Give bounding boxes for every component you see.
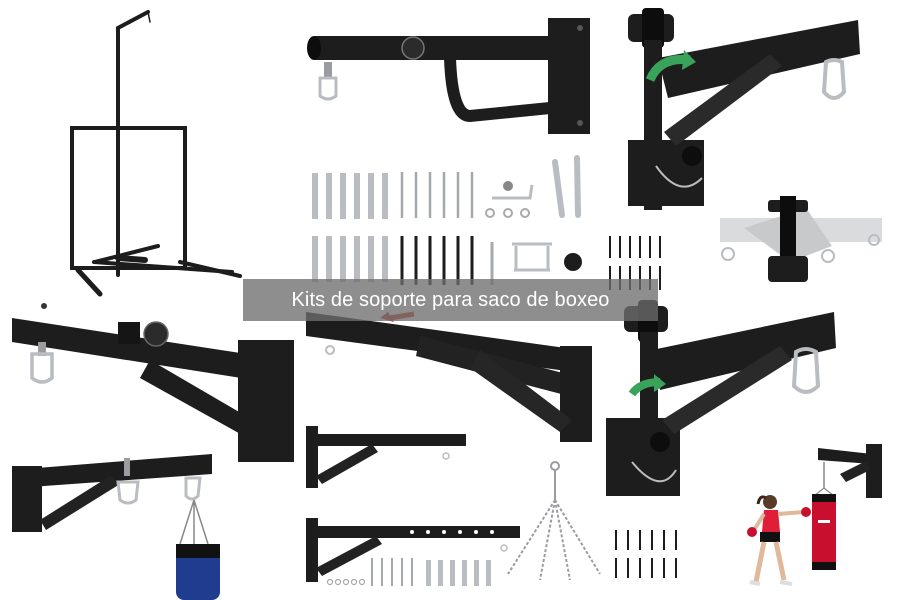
hardware-kit-photo [312, 155, 661, 290]
short-mount-with-bag-photo [12, 454, 220, 600]
swivel-mount-rotating-photo [628, 8, 860, 210]
caption-text: Kits de soporte para saco de boxeo [291, 288, 610, 311]
bolt-set-photo [326, 530, 677, 586]
adjustable-arm-mount-photo [306, 311, 592, 442]
swivel-mount-topview-photo [720, 196, 882, 282]
woman-boxing-photo [747, 495, 811, 586]
knob-arm-mount-photo [12, 303, 294, 462]
freestanding-stand-photo [70, 10, 242, 297]
extending-arm-mounts-photo [306, 426, 520, 582]
mount-with-red-bag-photo [812, 444, 882, 570]
caption-bar: Kits de soporte para saco de boxeo [243, 279, 658, 321]
long-arm-wall-mount-photo [307, 18, 590, 134]
hanging-chain-photo [507, 461, 601, 581]
swivel-mount-closeup-photo [606, 300, 836, 496]
